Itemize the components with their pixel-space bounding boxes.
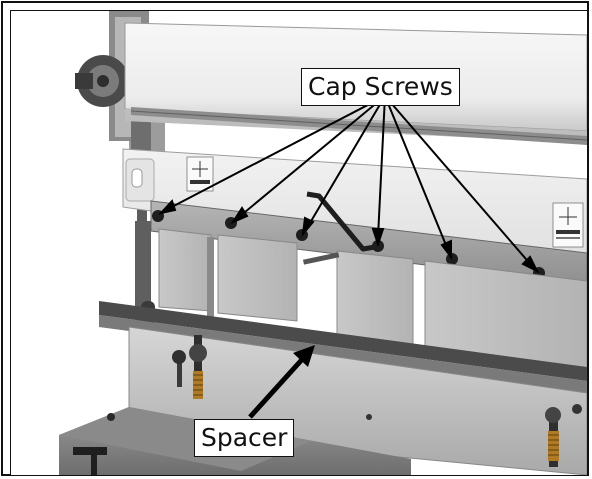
spacer-callout: Spacer (194, 419, 295, 457)
figure-photo-frame: Cap Screws Spacer (10, 10, 588, 476)
cap-screws-callout: Cap Screws (301, 68, 460, 106)
cap-screws-leader-lines (158, 95, 540, 274)
spacer-leader-line (248, 352, 309, 419)
machine-photo (11, 11, 587, 475)
